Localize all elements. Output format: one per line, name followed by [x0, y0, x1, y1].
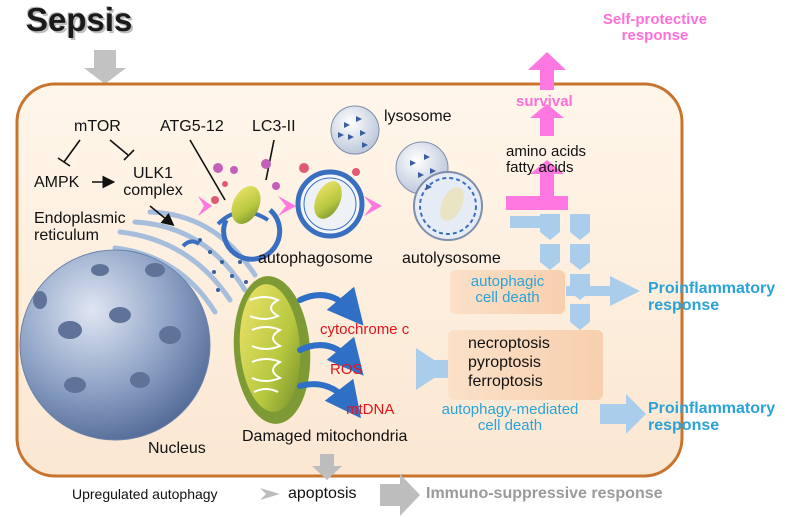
ampk-label: AMPK — [34, 174, 80, 191]
immunosuppressive-label: Immuno-suppressive response — [426, 485, 663, 502]
autophagic-death-box — [450, 270, 565, 314]
nucleus — [19, 249, 211, 441]
death-types-list: necroptosis pyroptosis ferroptosis — [468, 334, 550, 392]
lysosome-label: lysosome — [384, 108, 452, 125]
damaged-mito-label: Damaged mitochondria — [242, 428, 408, 445]
signaling-arrows — [57, 139, 275, 227]
autophagic-death-line1: autophagic — [470, 273, 545, 290]
ulk1-line1: ULK1 — [132, 165, 174, 182]
er-label: Endoplasmic reticulum — [34, 210, 126, 245]
self-protective-line1: Self-protective — [602, 11, 708, 28]
sepsis-arrow — [84, 50, 126, 84]
phagophore-engulfing — [211, 159, 283, 262]
cell-death-box — [448, 330, 603, 400]
blue-chevrons — [510, 214, 590, 330]
survival-label: survival — [516, 93, 573, 110]
apoptosis-arrows — [260, 454, 420, 516]
proinflammatory1-line2: response — [648, 297, 720, 315]
proinflammatory2-line1: Proinflammatory — [648, 400, 776, 417]
ulk1-line2: complex — [123, 182, 183, 200]
nutrients-label: amino acids fatty acids — [506, 143, 587, 177]
autophagic-death-label: autophagic cell death — [450, 273, 565, 307]
autophagy-mediated-label: autophagy-mediated cell death — [420, 401, 600, 435]
release-arrows — [297, 286, 364, 419]
apoptosis-label: apoptosis — [288, 485, 357, 502]
autolysosome — [395, 141, 483, 241]
autophagy-mediated-line1: autophagy-mediated — [441, 401, 579, 418]
ulk1-label: ULK1 complex — [118, 165, 188, 200]
autophagy-mediated-line2: cell death — [477, 417, 543, 435]
self-protective-label: Self-protective response — [600, 11, 710, 45]
proinflammatory-label-1: Proinflammatory response — [648, 280, 775, 315]
process-chevrons — [198, 196, 382, 216]
fatty-acids-label: fatty acids — [506, 159, 574, 177]
lc3-label: LC3-II — [252, 118, 296, 135]
proinflammatory-arrows — [416, 276, 646, 434]
necroptosis-label: necroptosis — [468, 335, 550, 352]
er-line2: reticulum — [34, 227, 99, 245]
pyroptosis-label: pyroptosis — [468, 354, 541, 372]
title: Sepsis — [26, 1, 133, 38]
damaged-mitochondria-shape — [233, 276, 311, 424]
ros-label: ROS — [330, 361, 363, 378]
survival-pathway — [506, 52, 568, 210]
lysosome — [330, 105, 380, 155]
ferroptosis-label: ferroptosis — [468, 373, 543, 391]
mtor-label: mTOR — [74, 118, 121, 135]
autophagosome — [295, 163, 365, 239]
atg-label: ATG5-12 — [160, 118, 224, 135]
nucleus-label: Nucleus — [148, 440, 206, 457]
proinflammatory2-line2: response — [648, 417, 720, 435]
autophagosome-label: autophagosome — [258, 250, 373, 267]
proinflammatory1-line1: Proinflammatory — [648, 280, 776, 297]
autophagic-death-line2: cell death — [475, 289, 540, 307]
self-protective-line2: response — [621, 27, 689, 45]
autolysosome-label: autolysosome — [402, 250, 501, 267]
cytochrome-label: cytochrome c — [320, 321, 410, 338]
amino-acids-label: amino acids — [506, 143, 587, 160]
upregulated-autophagy-label: Upregulated autophagy — [72, 486, 218, 502]
ribosome-dots — [198, 238, 248, 292]
proinflammatory-label-2: Proinflammatory response — [648, 400, 775, 435]
mtdna-label: mtDNA — [346, 401, 395, 418]
er-line1: Endoplasmic — [34, 210, 126, 227]
